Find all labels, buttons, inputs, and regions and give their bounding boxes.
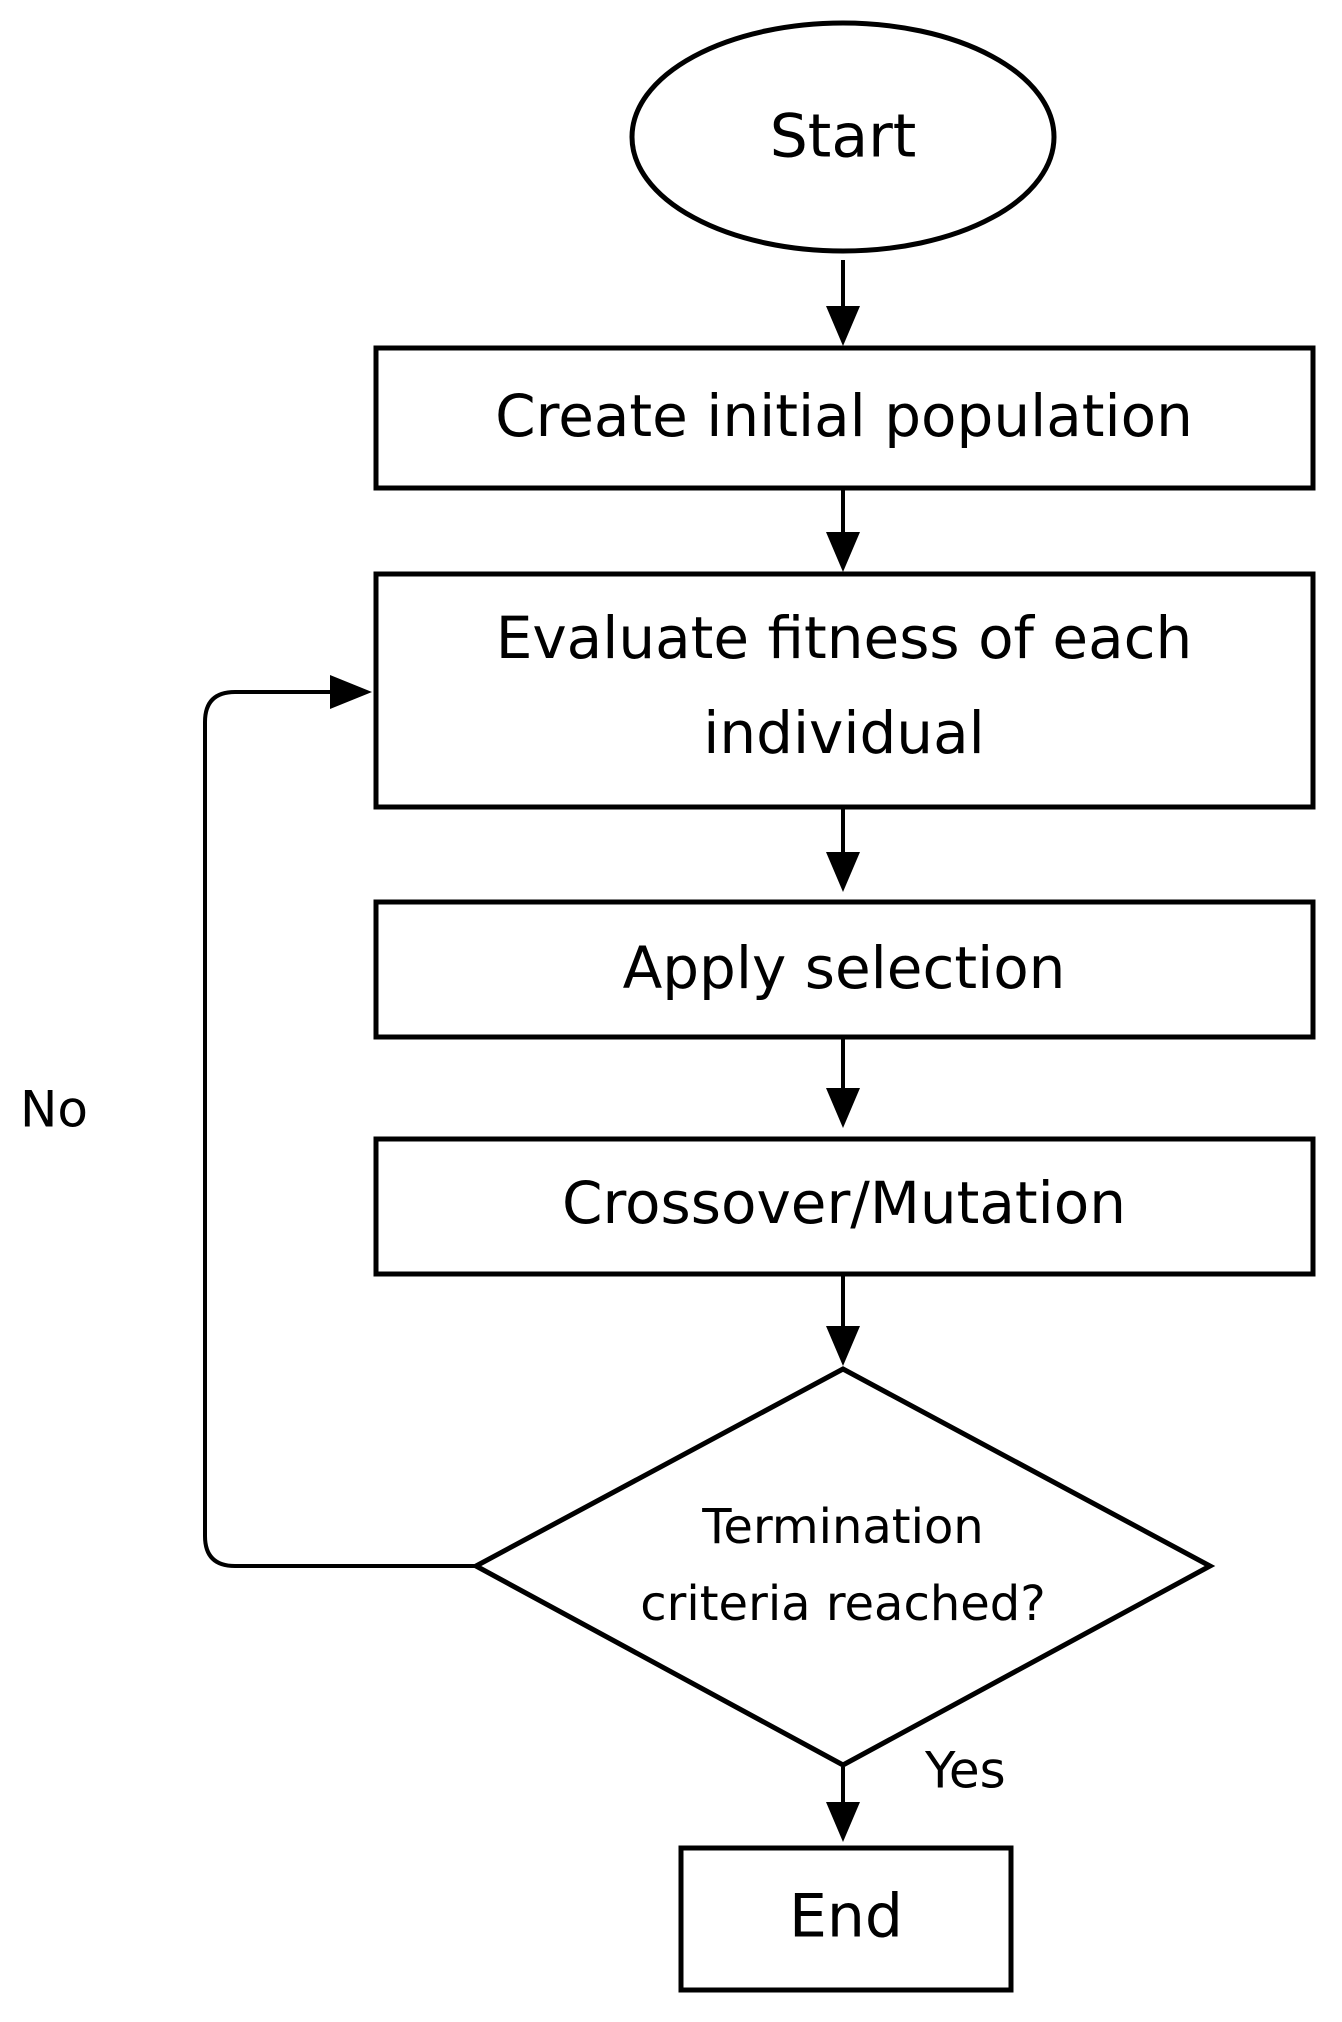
termination-decision-label-line2: criteria reached? <box>640 1576 1045 1632</box>
evaluate-fitness-label-line2: individual <box>703 699 984 767</box>
termination-decision-node: Termination criteria reached? <box>470 1366 1216 1768</box>
arrow-selection-to-crossover <box>826 1039 860 1128</box>
evaluate-fitness-label-line1: Evaluate fitness of each <box>496 604 1193 672</box>
arrow-evaluate-to-selection <box>826 809 860 892</box>
crossover-mutation-node: Crossover/Mutation <box>373 1136 1316 1277</box>
apply-selection-node: Apply selection <box>373 899 1316 1040</box>
create-population-node: Create initial population <box>373 345 1316 491</box>
crossover-mutation-label: Crossover/Mutation <box>562 1169 1126 1237</box>
apply-selection-label: Apply selection <box>623 934 1066 1002</box>
arrow-start-to-create <box>826 260 860 346</box>
arrow-yes-to-end <box>826 1767 860 1842</box>
arrow-no-loop <box>203 675 476 1568</box>
create-population-box <box>373 345 1316 491</box>
start-label: Start <box>770 102 917 172</box>
arrow-create-to-evaluate <box>826 490 860 572</box>
create-population-label: Create initial population <box>495 382 1193 450</box>
start-node: Start <box>629 20 1057 254</box>
end-node: End <box>678 1845 1014 1993</box>
yes-label: Yes <box>924 1742 1006 1800</box>
crossover-mutation-box <box>373 1136 1316 1277</box>
evaluate-fitness-node: Evaluate fitness of each individual <box>373 571 1316 810</box>
arrow-crossover-to-decision <box>826 1276 860 1366</box>
end-label: End <box>789 1882 903 1952</box>
end-box <box>678 1845 1014 1993</box>
termination-decision-diamond <box>470 1366 1216 1768</box>
start-ellipse <box>629 20 1057 254</box>
termination-decision-label-line1: Termination <box>701 1499 983 1555</box>
apply-selection-box <box>373 899 1316 1040</box>
no-label: No <box>20 1081 88 1139</box>
evaluate-fitness-box <box>373 571 1316 810</box>
